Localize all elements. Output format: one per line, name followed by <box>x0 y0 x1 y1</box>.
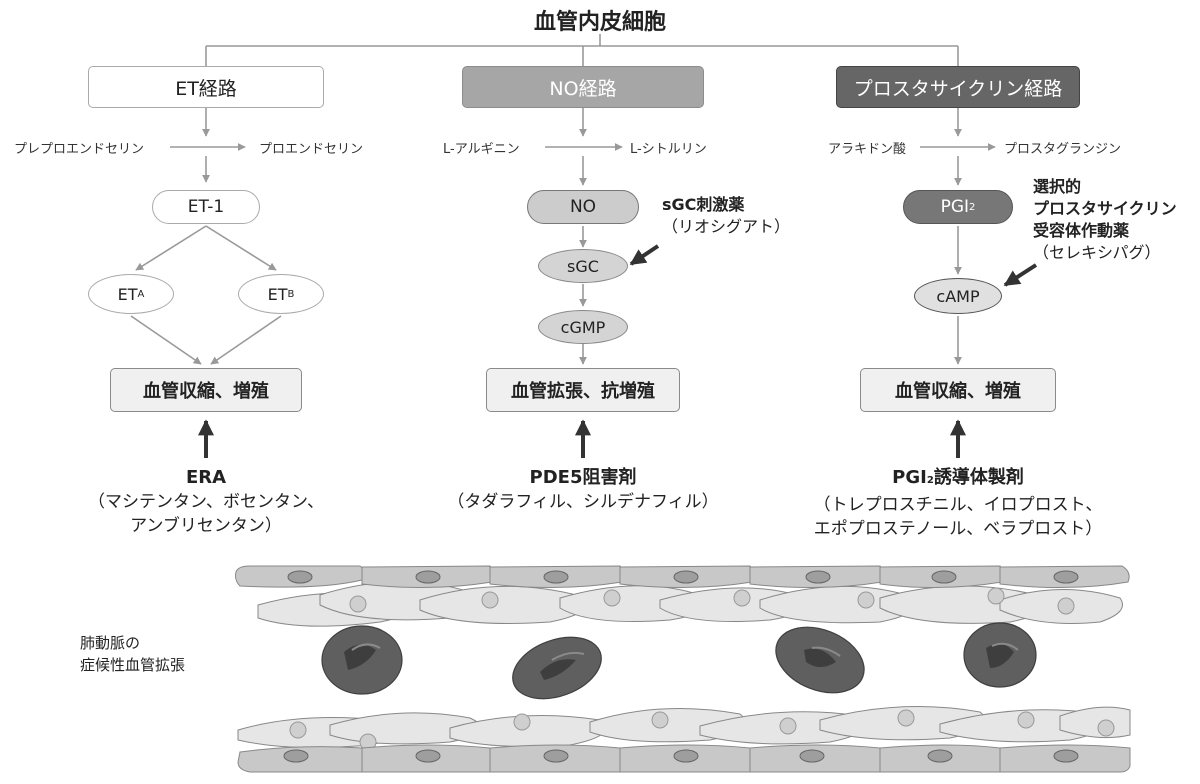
no-product: L-シトルリン <box>630 142 707 157</box>
selective-agonist-note: 選択的 プロスタサイクリン 受容体作動薬 （セレキシパグ） <box>1033 176 1177 264</box>
et-effect-box: 血管収縮、増殖 <box>110 368 302 412</box>
agonist-example: （セレキシパグ） <box>1033 243 1161 262</box>
prostacyclin-drug-block: PGI2誘導体製剤 （トレプロスチニル、イロプロスト、 エポプロステノール、ベラ… <box>814 466 1103 541</box>
blood-cell-highlights <box>351 642 1019 661</box>
pgi2-drug-prefix: PGI <box>892 467 927 488</box>
drug-arrows <box>198 244 1038 458</box>
prostacyclin-precursor: アラキドン酸 <box>828 142 907 157</box>
et-drug-examples-1: （マシテンタン、ボセンタン、 <box>88 492 324 512</box>
prostacyclin-product: プロスタグランジン <box>1004 142 1122 157</box>
vessel-label: 肺動脈の 症候性血管拡張 <box>80 632 185 676</box>
no-pathway-header: NO経路 <box>462 66 704 108</box>
prostacyclin-arrows <box>920 108 996 365</box>
etb-label: ET <box>267 284 288 304</box>
agonist-line-3: 受容体作動薬 <box>1033 221 1130 240</box>
bottom-wall-nuclei <box>289 709 1115 751</box>
top-wall-nuclei <box>349 587 1075 615</box>
et-drug-name: ERA <box>185 467 227 488</box>
no-drug-name: PDE5阻害剤 <box>529 467 637 488</box>
vessel-label-line-2: 症候性血管拡張 <box>80 656 186 674</box>
agonist-line-2: プロスタサイクリン <box>1033 199 1177 218</box>
eta-subscript: A <box>137 288 145 300</box>
no-precursor: L-アルギニン <box>443 142 520 157</box>
sgc-node: sGC <box>538 249 628 283</box>
eta-label: ET <box>117 284 138 304</box>
vessel-illustration <box>235 565 1131 773</box>
prostacyclin-drug-examples-2: エポプロステノール、ベラプロスト） <box>813 519 1103 539</box>
et-precursor: プレプロエンドセリン <box>14 142 145 157</box>
prostacyclin-pathway-header: プロスタサイクリン経路 <box>836 66 1080 108</box>
camp-node: cAMP <box>914 278 1002 314</box>
pgi2-subscript: 2 <box>969 201 976 213</box>
no-arrows <box>545 108 623 365</box>
prostacyclin-drug-name: PGI2誘導体製剤 <box>814 466 1103 493</box>
no-drug-block: PDE5阻害剤 （タダラフィル、シルデナフィル） <box>447 466 718 514</box>
no-effect-box: 血管拡張、抗増殖 <box>486 368 680 412</box>
et-drug-block: ERA （マシテンタン、ボセンタン、 アンブリセンタン） <box>88 466 324 538</box>
et-product: プロエンドセリン <box>259 142 364 157</box>
top-wall-outer-nuclei <box>287 570 1079 584</box>
sgc-stimulator-note: sGC刺激薬 （リオシグアト） <box>662 194 790 238</box>
agonist-line-1: 選択的 <box>1033 177 1082 196</box>
pgi2-drug-suffix: 誘導体製剤 <box>933 467 1024 488</box>
title-connector <box>205 34 959 66</box>
prostacyclin-drug-examples-1: （トレプロスチニル、イロプロスト、 <box>813 495 1103 515</box>
prostacyclin-effect-box: 血管収縮、増殖 <box>860 368 1056 412</box>
blood-cell-centers <box>344 643 1014 680</box>
page-title: 血管内皮細胞 <box>533 10 667 35</box>
no-node: NO <box>527 190 639 224</box>
pgi2-label: PGI <box>940 197 970 217</box>
blood-cells <box>321 622 1037 700</box>
sgc-stimulator-example: （リオシグアト） <box>662 217 791 236</box>
vessel-label-line-1: 肺動脈の <box>80 634 141 652</box>
et-arrows <box>130 108 282 365</box>
et1-node: ET-1 <box>152 190 260 224</box>
no-drug-examples: （タダラフィル、シルデナフィル） <box>447 492 719 512</box>
et-drug-examples-2: アンブリセンタン） <box>130 516 282 536</box>
etb-subscript: B <box>287 288 295 300</box>
sgc-stimulator-name: sGC刺激薬 <box>662 195 745 214</box>
et-pathway-header: ET経路 <box>88 66 324 108</box>
cgmp-node: cGMP <box>538 310 628 344</box>
pgi2-drug-subscript: 2 <box>926 475 934 486</box>
bottom-wall-outer-nuclei <box>283 749 1079 763</box>
